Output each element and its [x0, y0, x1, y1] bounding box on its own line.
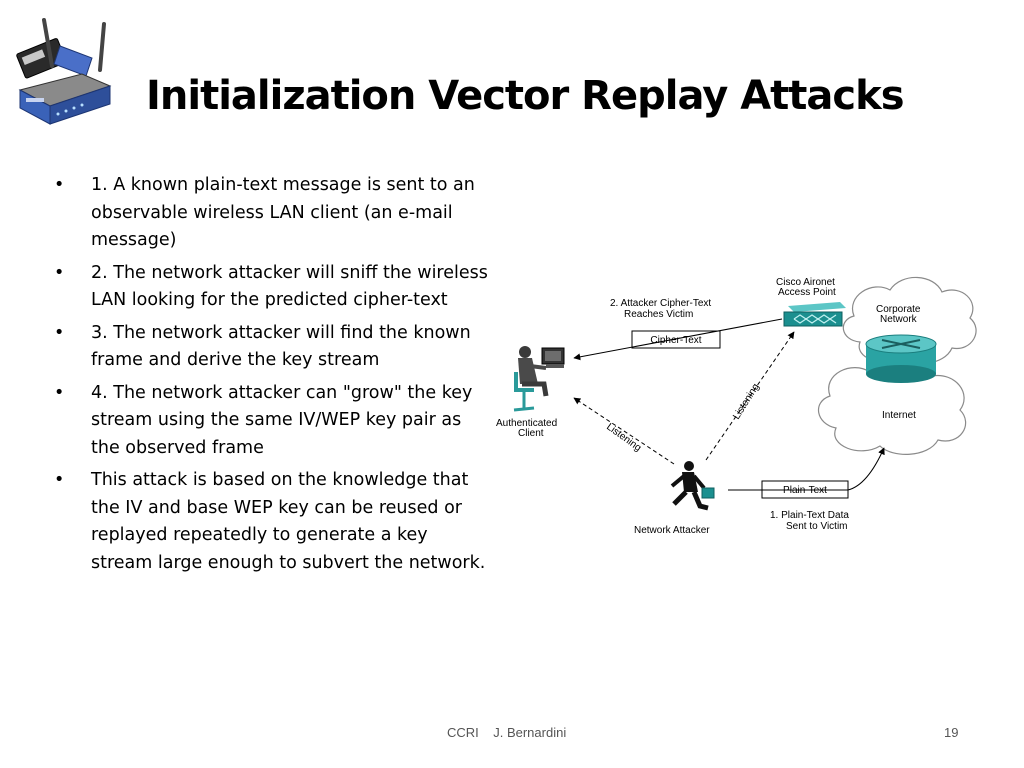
- authenticated-client-icon: [513, 346, 565, 412]
- listening-left-label: Listening: [604, 422, 643, 454]
- listening-right-label: Listening: [731, 382, 762, 422]
- internet-label: Internet: [882, 410, 916, 421]
- cipher-text-label: Cipher-Text: [650, 335, 701, 346]
- step-1-label: 1. Plain-Text Data: [770, 510, 849, 521]
- network-attacker-label: Network Attacker: [634, 525, 710, 536]
- authenticated-client-label: Client: [518, 428, 544, 439]
- plain-text-to-internet-arrow: [728, 447, 885, 491]
- bullet-item: 1. A known plain-text message is sent to…: [54, 172, 494, 255]
- bullet-item: 4. The network attacker can "grow" the k…: [54, 380, 494, 463]
- step-2-label: 2. Attacker Cipher-Text: [610, 298, 711, 309]
- corporate-network-label: Network: [880, 314, 918, 325]
- client-listening-arrow: [573, 397, 675, 465]
- page-number: 19: [944, 725, 959, 740]
- router-icon: [865, 334, 937, 383]
- wireless-router-logo: [16, 18, 112, 125]
- bullet-list: 1. A known plain-text message is sent to…: [54, 172, 494, 582]
- access-point-listening-arrow: [705, 331, 795, 461]
- bullet-item: 2. The network attacker will sniff the w…: [54, 260, 494, 315]
- authenticated-client-label: Authenticated: [496, 418, 557, 429]
- access-point-label: Cisco Aironet: [776, 277, 835, 288]
- slide-footer: CCRI J. Bernardini: [447, 725, 567, 740]
- step-1-label: Sent to Victim: [786, 521, 848, 532]
- step-2-label: Reaches Victim: [624, 309, 693, 320]
- corporate-network-label: Corporate: [876, 304, 921, 315]
- cipher-text-to-client-arrow: [573, 318, 783, 361]
- access-point-icon: [783, 302, 846, 327]
- bullet-item: This attack is based on the knowledge th…: [54, 467, 494, 577]
- network-attacker-icon: [670, 461, 715, 511]
- access-point-label: Access Point: [778, 287, 836, 298]
- bullet-item: 3. The network attacker will find the kn…: [54, 320, 494, 375]
- slide-title: Initialization Vector Replay Attacks: [146, 73, 905, 119]
- iv-replay-attack-diagram: Cisco Aironet Access Point Corporate Net…: [496, 276, 977, 536]
